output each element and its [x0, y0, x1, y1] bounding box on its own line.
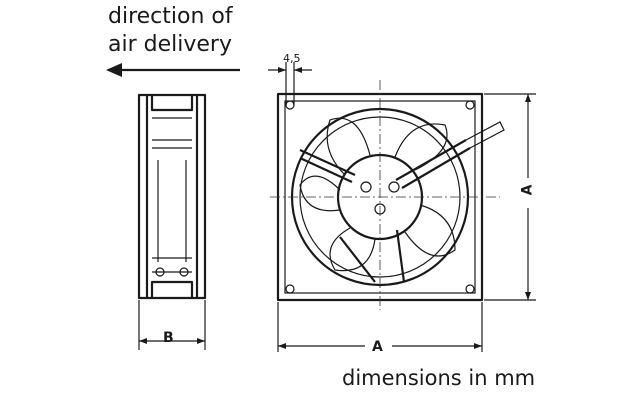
- dimension-hole: [268, 62, 312, 105]
- dimension-a-right-label: A: [519, 184, 536, 196]
- dimension-b: [138, 300, 206, 350]
- air-direction-title-line2: air delivery: [108, 32, 232, 57]
- footer-note: dimensions in mm: [342, 366, 536, 390]
- dimension-a-right: [484, 93, 536, 301]
- dimension-a-bottom: [277, 302, 483, 352]
- fan-side-view-icon: [137, 93, 207, 300]
- dimension-hole-label: 4,5: [283, 52, 301, 65]
- arrow-left-icon: [106, 63, 240, 77]
- dimension-a-bottom-label: A: [372, 339, 383, 355]
- air-direction-title-line1: direction of: [108, 4, 233, 29]
- dimension-b-label: B: [163, 330, 174, 346]
